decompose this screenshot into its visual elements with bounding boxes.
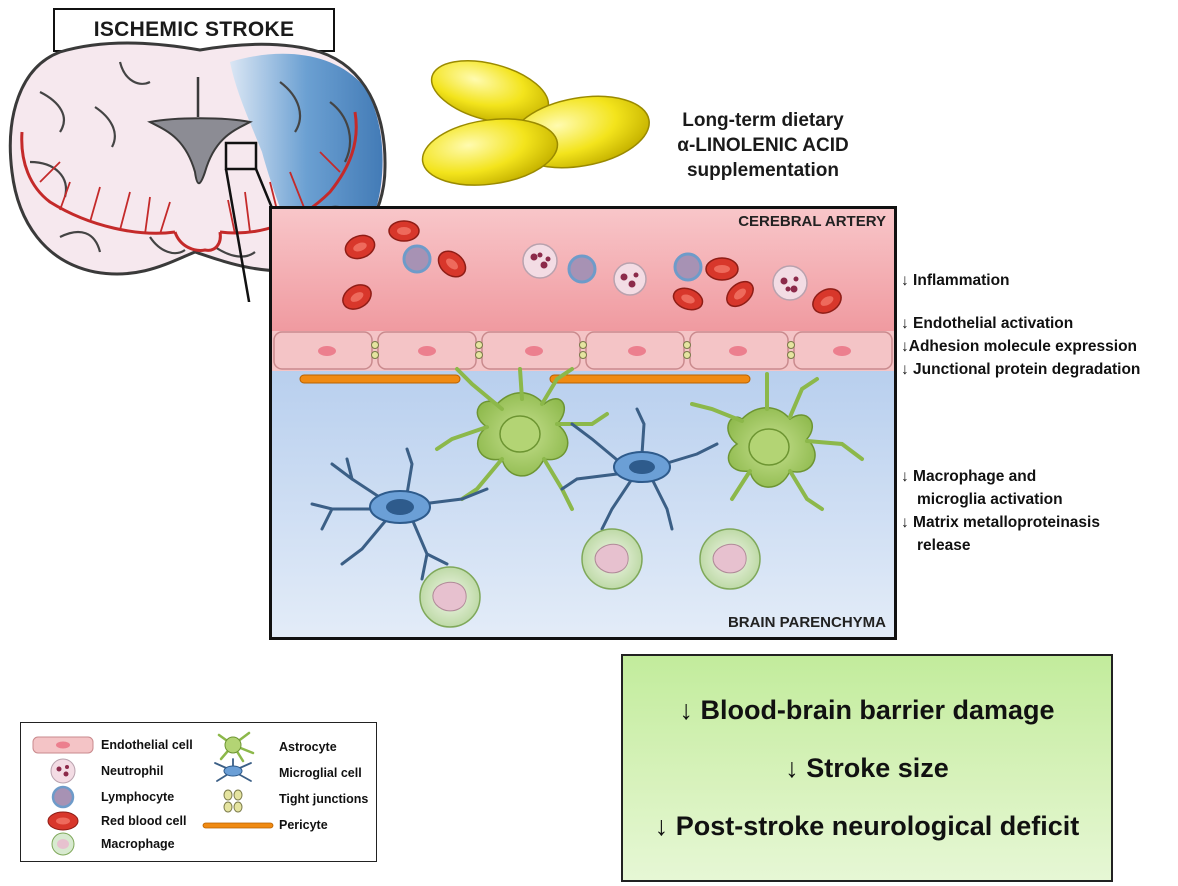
macrophage [419, 566, 481, 628]
legend-astrocyte-label: Astrocyte [279, 740, 337, 754]
effect-junctional-protein: ↓ Junctional protein degradation [901, 361, 1141, 378]
supplement-capsules [421, 60, 650, 186]
lymphocyte [402, 244, 432, 274]
title-text: ISCHEMIC STROKE [93, 18, 295, 41]
legend-neutrophil-label: Neutrophil [101, 764, 164, 778]
tight-junction [683, 341, 691, 349]
legend-microglia-label: Microglial cell [279, 766, 362, 780]
effect-macrophage-microglia-cont: microglia activation [917, 491, 1063, 508]
legend-rbc-icon [47, 811, 79, 831]
supplement-label: Long-term dietary α-LINOLENIC ACID suppl… [648, 108, 878, 183]
outcome-bbb-damage: ↓ Blood-brain barrier damage [679, 695, 1055, 725]
macrophage [581, 528, 643, 590]
legend-macrophage-label: Macrophage [101, 837, 175, 851]
neutrophil [522, 243, 558, 279]
tight-junction [579, 341, 587, 349]
legend-rbc-label: Red blood cell [101, 814, 187, 828]
effect-adhesion-molecule: ↓Adhesion molecule expression [901, 338, 1138, 355]
legend-astrocyte-icon [217, 731, 255, 763]
pericyte [549, 374, 751, 384]
legend-lymphocyte-icon [51, 785, 75, 809]
pericyte [299, 374, 461, 384]
outcome-neurological-deficit: ↓ Post-stroke neurological deficit [654, 811, 1080, 841]
legend-microglia-icon [214, 758, 252, 782]
legend-icons [32, 731, 274, 856]
supplement-line1: Long-term dietary [682, 110, 844, 131]
macrophage [699, 528, 761, 590]
cerebral-artery-label: CEREBRAL ARTERY [738, 213, 886, 230]
lymphocyte [567, 254, 597, 284]
parenchyma-region [272, 369, 894, 637]
ventricle [147, 117, 253, 185]
effect-mmp-release: ↓ Matrix metalloproteinasis [901, 514, 1100, 531]
legend-endothelial-label: Endothelial cell [101, 738, 193, 752]
zoom-box [224, 141, 258, 171]
legend-pericyte-label: Pericyte [279, 818, 328, 832]
endothelial-layer [272, 331, 894, 371]
outcome-box: ↓ Blood-brain barrier damage ↓ Stroke si… [621, 654, 1113, 882]
lymphocyte [673, 252, 703, 282]
effect-macrophage-microglia: ↓ Macrophage and [901, 468, 1037, 485]
legend-tight-junctions-label: Tight junctions [279, 792, 369, 806]
effect-mmp-release-cont: release [917, 537, 971, 554]
neutrophil [772, 265, 808, 301]
legend-neutrophil-icon [50, 758, 76, 784]
outcome-stroke-size: ↓ Stroke size [785, 753, 949, 783]
brain-parenchyma-label: BRAIN PARENCHYMA [727, 614, 886, 631]
bbb-illustration [272, 209, 894, 637]
supplement-line3: supplementation [686, 160, 839, 181]
effect-inflammation: ↓ Inflammation [901, 272, 1010, 289]
tight-junction [787, 341, 795, 349]
tight-junction [371, 341, 379, 349]
legend-lymphocyte-label: Lymphocyte [101, 790, 175, 804]
legend: Endothelial cell Neutrophil Lymphocyte R… [20, 722, 377, 862]
tight-junction [475, 341, 483, 349]
bbb-zoom-panel: CEREBRAL ARTERY BRAIN PARENCHYMA [269, 206, 897, 640]
supplement-line2: α-LINOLENIC ACID [677, 135, 849, 156]
microglial-cell [310, 447, 489, 581]
legend-macrophage-icon [51, 832, 75, 856]
legend-tight-junctions-icon [223, 789, 243, 813]
microglial-cell [560, 407, 719, 531]
effect-endothelial-activation: ↓ Endothelial activation [901, 315, 1074, 332]
neutrophil [613, 262, 647, 296]
legend-pericyte-icon [202, 822, 274, 829]
